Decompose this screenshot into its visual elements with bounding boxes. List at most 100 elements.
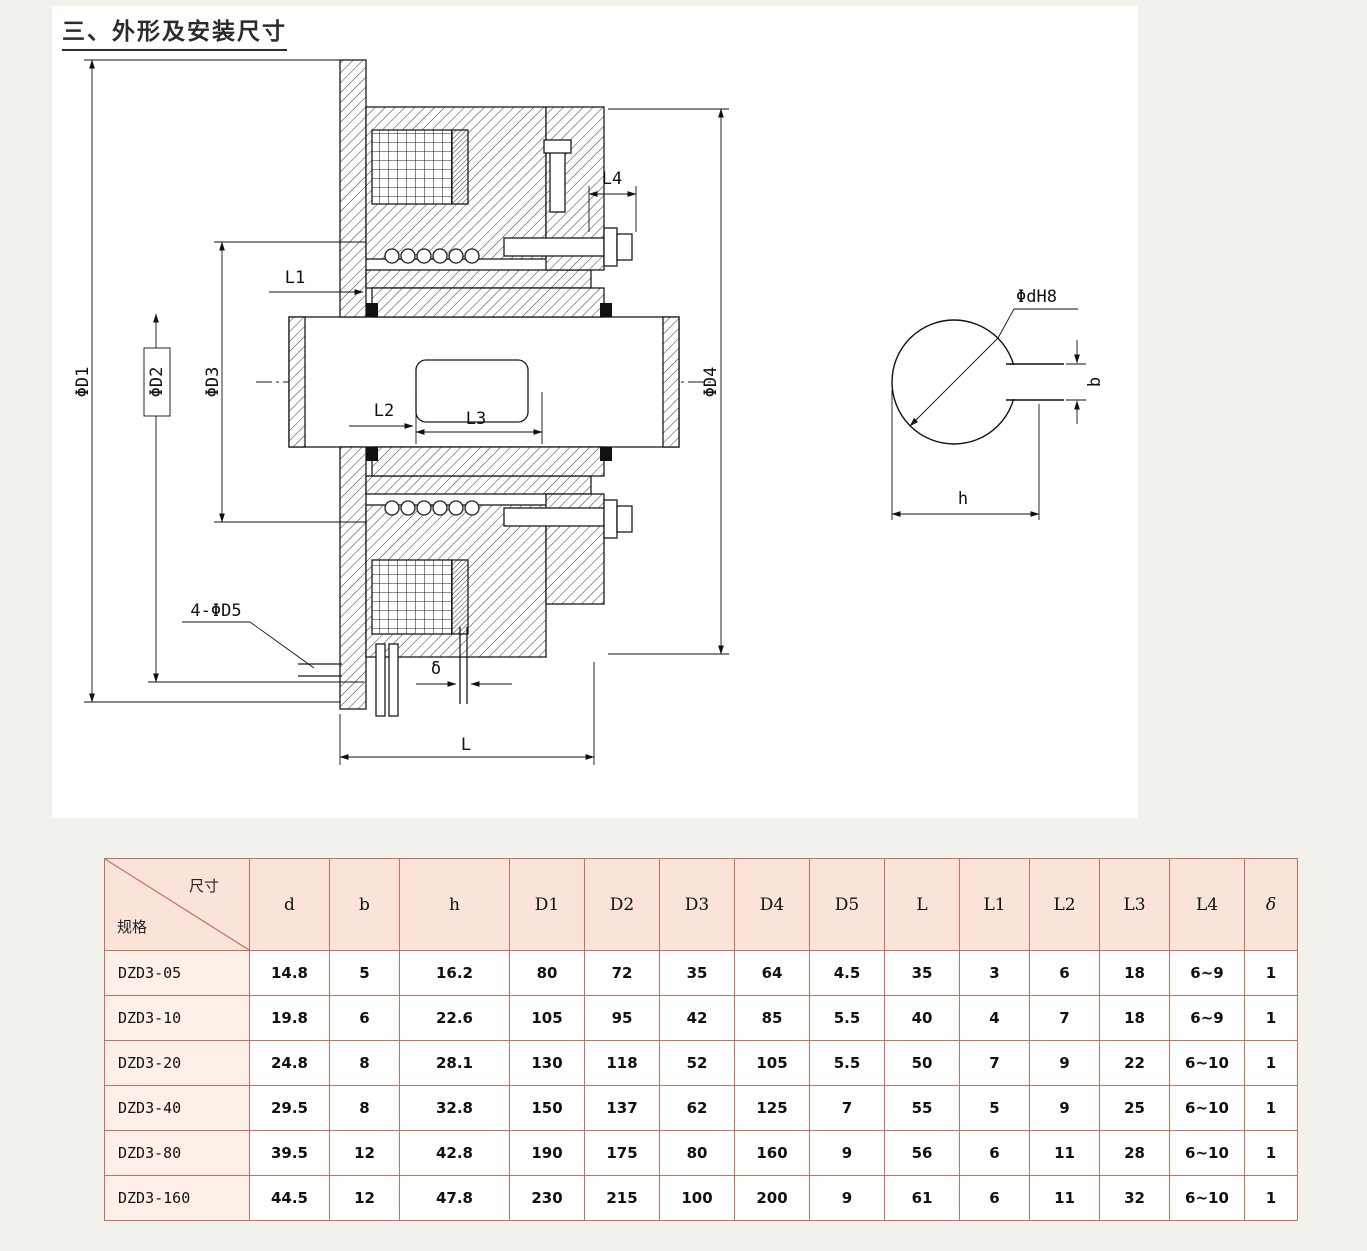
table-cell: 215: [584, 1175, 660, 1221]
table-cell: 175: [584, 1130, 660, 1176]
table-row: DZD3-40 29.5 8 32.8 150 137 62 125 7 55 …: [104, 1085, 1298, 1131]
dim-label-l3: L3: [466, 409, 486, 429]
table-cell: 52: [659, 1040, 735, 1086]
table-cell: 6~10: [1169, 1085, 1245, 1131]
table-row: DZD3-80 39.5 12 42.8 190 175 80 160 9 56…: [104, 1130, 1298, 1176]
table-cell: 6~10: [1169, 1175, 1245, 1221]
technical-drawing: ΦD1 ΦD2 ΦD3 ΦD4 L4 L1 L2 L3 4-ΦD5 δ L Φd…: [64, 52, 1130, 800]
corner-label-model: 规格: [117, 918, 148, 936]
table-cell: 50: [884, 1040, 960, 1086]
model-name: DZD3-40: [104, 1085, 250, 1131]
table-cell: 190: [509, 1130, 585, 1176]
table-cell: 44.5: [249, 1175, 330, 1221]
model-name: DZD3-05: [104, 950, 250, 996]
table-cell: 28.1: [399, 1040, 510, 1086]
table-cell: 6: [959, 1130, 1030, 1176]
dim-label-l2: L2: [374, 401, 394, 421]
table-cell: 9: [1029, 1085, 1100, 1131]
table-row: DZD3-160 44.5 12 47.8 230 215 100 200 9 …: [104, 1175, 1298, 1221]
table-cell: 42: [659, 995, 735, 1041]
table-cell: 100: [659, 1175, 735, 1221]
dim-label-l1: L1: [285, 268, 305, 288]
table-cell: 18: [1099, 995, 1170, 1041]
column-header-l3: L3: [1099, 858, 1170, 951]
table-cell: 8: [329, 1085, 400, 1131]
table-cell: 160: [734, 1130, 810, 1176]
coil-winding-bottom: [371, 559, 453, 635]
table-corner-header: 尺寸 规格: [104, 858, 250, 951]
table-cell: 9: [809, 1175, 885, 1221]
armature-plate-top: [365, 269, 592, 289]
table-cell: 4.5: [809, 950, 885, 996]
column-header-d4: D4: [734, 858, 810, 951]
model-name: DZD3-160: [104, 1175, 250, 1221]
dim-label-dh8: ΦdH8: [1016, 287, 1057, 307]
column-header-d5: D5: [809, 858, 885, 951]
bolt-bottom: [503, 507, 605, 527]
dim-label-d1: ΦD1: [73, 367, 93, 398]
corner-label-size: 尺寸: [188, 877, 219, 895]
column-header-l1: L1: [959, 858, 1030, 951]
table-cell: 56: [884, 1130, 960, 1176]
table-cell: 1: [1244, 1175, 1298, 1221]
table-cell: 28: [1099, 1130, 1170, 1176]
table-cell: 62: [659, 1085, 735, 1131]
dim-label-d4: ΦD4: [701, 367, 721, 398]
dim-label-d3: ΦD3: [203, 367, 223, 398]
table-cell: 137: [584, 1085, 660, 1131]
table-cell: 72: [584, 950, 660, 996]
table-cell: 19.8: [249, 995, 330, 1041]
shaft-hub: [415, 359, 529, 423]
table-row: DZD3-10 19.8 6 22.6 105 95 42 85 5.5 40 …: [104, 995, 1298, 1041]
table-cell: 6~10: [1169, 1040, 1245, 1086]
table-cell: 8: [329, 1040, 400, 1086]
header-row: 尺寸 规格 d b h D1 D2 D3 D4 D5 L L1 L2 L3 L4…: [104, 858, 1298, 951]
dimension-labels: ΦD1 ΦD2 ΦD3 ΦD4 L4 L1 L2 L3 4-ΦD5 δ L Φd…: [73, 169, 1105, 755]
table-cell: 6: [1029, 950, 1100, 996]
table-cell: 85: [734, 995, 810, 1041]
table-cell: 118: [584, 1040, 660, 1086]
table-cell: 22.6: [399, 995, 510, 1041]
lead-wire: [388, 643, 399, 717]
table-cell: 11: [1029, 1130, 1100, 1176]
armature-plate-bottom: [365, 475, 592, 495]
column-header-l2: L2: [1029, 858, 1100, 951]
table-cell: 12: [329, 1130, 400, 1176]
lead-wire: [375, 643, 386, 717]
table-cell: 6: [959, 1175, 1030, 1221]
table-cell: 4: [959, 995, 1030, 1041]
dim-label-h: h: [958, 489, 968, 509]
table-cell: 5: [959, 1085, 1030, 1131]
lower-section: [298, 446, 633, 717]
table-cell: 47.8: [399, 1175, 510, 1221]
model-name: DZD3-20: [104, 1040, 250, 1086]
table-cell: 5: [329, 950, 400, 996]
table-cell: 5.5: [809, 995, 885, 1041]
table-cell: 35: [659, 950, 735, 996]
table-cell: 150: [509, 1085, 585, 1131]
table-cell: 9: [809, 1130, 885, 1176]
stud-top: [549, 151, 566, 213]
model-name: DZD3-80: [104, 1130, 250, 1176]
brake-body: [256, 59, 712, 717]
column-header-d1: D1: [509, 858, 585, 951]
table-cell: 95: [584, 995, 660, 1041]
keyway-section-view: [891, 308, 1086, 520]
column-header-l: L: [884, 858, 960, 951]
spec-table: 尺寸 规格 d b h D1 D2 D3 D4 D5 L L1 L2 L3 L4…: [104, 858, 1298, 1221]
dim-label-l: L: [461, 735, 471, 755]
corner-diagonal-line: [105, 859, 249, 950]
column-header-d3: D3: [659, 858, 735, 951]
table-cell: 32.8: [399, 1085, 510, 1131]
table-cell: 6~10: [1169, 1130, 1245, 1176]
table-cell: 230: [509, 1175, 585, 1221]
brake-cross-section-svg: ΦD1 ΦD2 ΦD3 ΦD4 L4 L1 L2 L3 4-ΦD5 δ L Φd…: [73, 59, 1105, 765]
table-cell: 16.2: [399, 950, 510, 996]
table-cell: 105: [734, 1040, 810, 1086]
dim-label-l4: L4: [602, 169, 622, 189]
table-cell: 24.8: [249, 1040, 330, 1086]
table-cell: 5.5: [809, 1040, 885, 1086]
table-row: DZD3-20 24.8 8 28.1 130 118 52 105 5.5 5…: [104, 1040, 1298, 1086]
table-cell: 39.5: [249, 1130, 330, 1176]
table-cell: 11: [1029, 1175, 1100, 1221]
